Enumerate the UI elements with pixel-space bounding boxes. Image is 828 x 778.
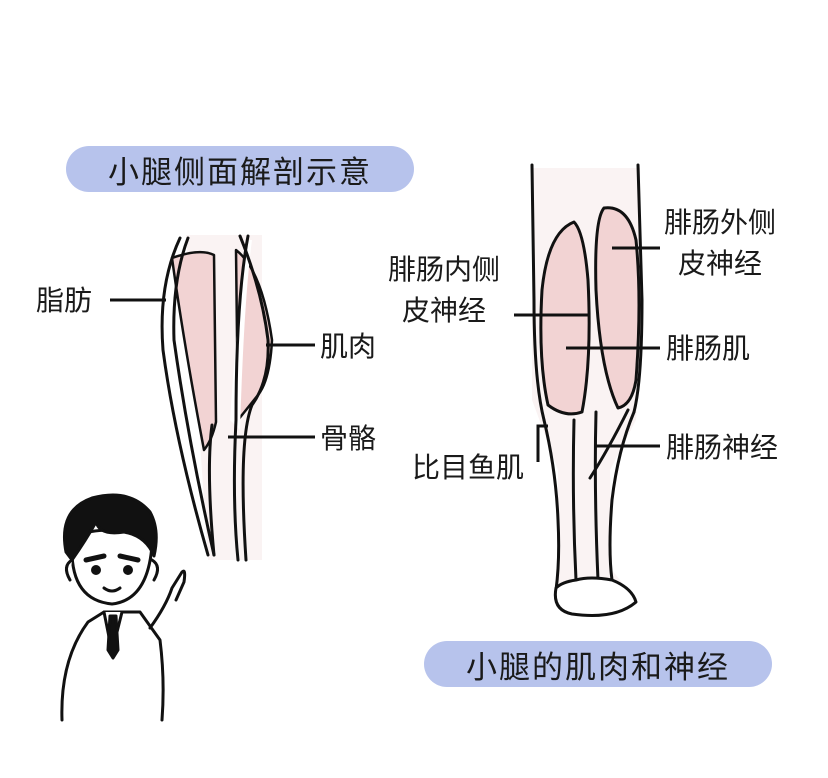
- doctor-ear-left: [65, 558, 74, 582]
- soleus-right: [608, 410, 636, 582]
- tendon-right: [593, 410, 600, 582]
- doctor-brow-right: [117, 553, 141, 563]
- side-front-outline: [238, 234, 270, 562]
- side-fat-outline: [160, 236, 210, 557]
- label-lateral-nerve: 腓肠外侧 皮神经: [664, 205, 776, 281]
- label-medial-nerve-line2: 皮神经: [402, 294, 487, 327]
- side-front-inner: [232, 234, 250, 562]
- doctor-ear-right: [150, 558, 159, 582]
- tendon-left: [571, 418, 578, 582]
- doctor-arm: [148, 569, 187, 630]
- back-leg-left-outline: [530, 163, 546, 422]
- label-lateral-nerve-line2: 皮神经: [678, 247, 763, 280]
- side-bone-line: [207, 423, 216, 557]
- title-left: 小腿侧面解剖示意: [108, 154, 372, 191]
- label-fat: 脂肪: [36, 284, 93, 317]
- label-muscle: 肌肉: [320, 330, 377, 363]
- doctor-face: [70, 528, 154, 606]
- doctor-eye-left: [91, 565, 101, 575]
- label-sural-nerve: 腓肠神经: [666, 431, 779, 464]
- back-view-leg: [530, 163, 644, 617]
- gastrocnemius-medial-head: [539, 220, 591, 416]
- doctor-eye-right: [123, 565, 133, 575]
- side-view-leg: [160, 234, 274, 562]
- label-bone: 骨骼: [320, 422, 377, 455]
- gastrocnemius-lateral-head: [594, 206, 641, 410]
- label-lateral-nerve-line1: 腓肠外侧: [664, 206, 777, 239]
- doctor-coat: [60, 610, 165, 722]
- title-right: 小腿的肌肉和神经: [466, 649, 730, 686]
- title-left-pill: 小腿侧面解剖示意: [66, 146, 414, 192]
- doctor-brow-left: [83, 553, 107, 563]
- doctor-mouth: [102, 586, 122, 593]
- soleus-left: [542, 418, 561, 592]
- label-soleus: 比目鱼肌: [412, 451, 525, 484]
- label-medial-nerve-line1: 腓肠内侧: [388, 253, 501, 286]
- side-muscle-back: [170, 250, 218, 452]
- leader-soleus: [536, 424, 548, 462]
- doctor-tie: [106, 614, 120, 660]
- label-gastrocnemius: 腓肠肌: [666, 332, 751, 365]
- title-right-pill: 小腿的肌肉和神经: [424, 641, 772, 687]
- label-medial-nerve: 腓肠内侧 皮神经: [388, 252, 500, 328]
- left-leaders: [110, 298, 315, 439]
- heel: [553, 576, 638, 617]
- doctor-illustration: [60, 493, 187, 722]
- side-fat-inner: [172, 236, 216, 557]
- doctor-hair: [63, 493, 158, 562]
- right-leaders: [514, 246, 660, 462]
- back-leg-right-outline: [632, 163, 644, 414]
